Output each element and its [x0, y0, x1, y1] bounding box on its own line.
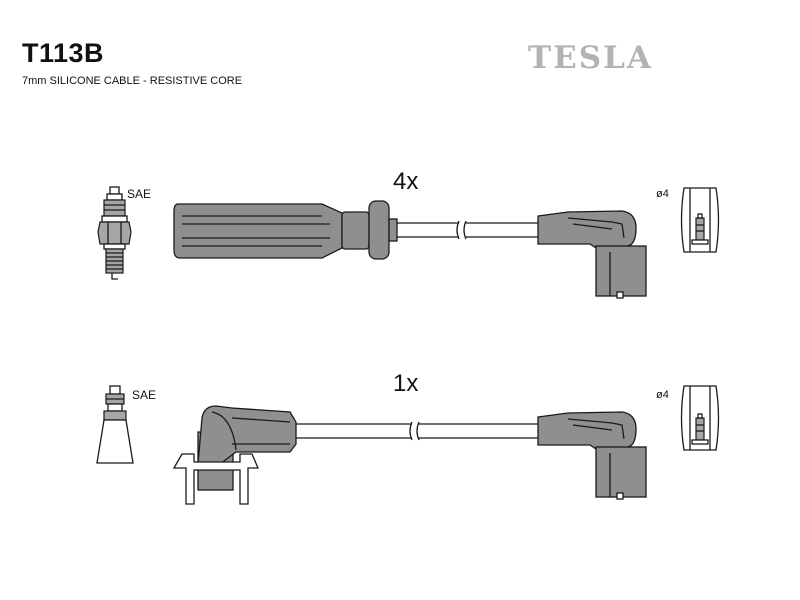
angled-boot-row1 [537, 210, 647, 299]
angled-boot-with-clip [172, 405, 297, 505]
terminal-icon-row2 [680, 385, 720, 451]
spark-plug-icon [97, 186, 132, 280]
straight-boot-long [173, 200, 398, 260]
cable-description: 7mm SILICONE CABLE - RESISTIVE CORE [22, 75, 243, 87]
spark-plug-label-row1: SAE [127, 187, 152, 201]
quantity-label-row1: 4x [393, 168, 419, 195]
terminal-diameter-label-row2: ø4 [656, 389, 669, 401]
spark-plug-cap-icon [96, 385, 134, 464]
spark-plug-label-row2: SAE [132, 388, 157, 402]
brand-logo: TESLA [528, 40, 653, 76]
terminal-icon-row1 [680, 187, 720, 253]
ignition-cable-row2 [296, 421, 538, 441]
part-number: T113B [22, 38, 105, 68]
ignition-cable-row1 [397, 220, 538, 240]
angled-boot-row2 [537, 411, 647, 500]
terminal-diameter-label-row1: ø4 [656, 188, 669, 200]
quantity-label-row2: 1x [393, 370, 419, 397]
